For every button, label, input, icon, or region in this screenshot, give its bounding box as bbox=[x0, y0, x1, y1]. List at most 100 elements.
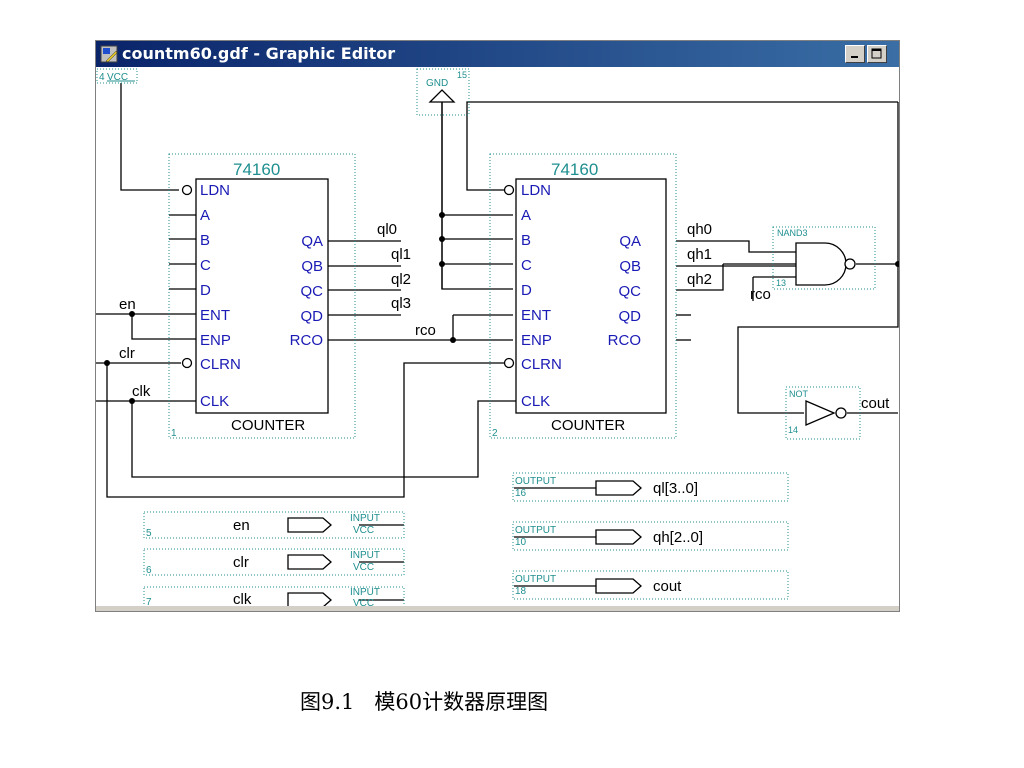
maximize-icon bbox=[871, 48, 882, 59]
c1-pin-enp: ENP bbox=[200, 332, 231, 349]
c2-pin-ent: ENT bbox=[521, 307, 551, 324]
horizontal-scrollbar[interactable] bbox=[96, 606, 899, 611]
minimize-button[interactable] bbox=[845, 45, 865, 63]
input-clr-tag: INPUT bbox=[350, 550, 380, 561]
net-cout: cout bbox=[861, 395, 890, 412]
net-clr: clr bbox=[119, 345, 135, 362]
c2-pin-qd: QD bbox=[619, 308, 642, 325]
c1-pin-qd: QD bbox=[301, 308, 324, 325]
counter1-type: COUNTER bbox=[231, 417, 305, 434]
output-cout-tag: OUTPUT bbox=[515, 574, 556, 585]
graphic-editor-window: countm60.gdf - Graphic Editor bbox=[95, 40, 900, 612]
output-ql-num: 16 bbox=[515, 488, 527, 499]
input-clk-num: 7 bbox=[146, 597, 152, 607]
output-ql-name: ql[3..0] bbox=[653, 480, 698, 497]
input-en-tag: INPUT bbox=[350, 513, 380, 524]
gnd-label: GND bbox=[426, 78, 448, 89]
c1-pin-ent: ENT bbox=[200, 307, 230, 324]
input-clr-val: VCC bbox=[353, 562, 374, 573]
net-qh2: qh2 bbox=[687, 271, 712, 288]
net-rco: rco bbox=[415, 322, 436, 339]
counter2-index: 2 bbox=[492, 428, 498, 439]
net-ql0: ql0 bbox=[377, 221, 397, 238]
title-bar[interactable]: countm60.gdf - Graphic Editor bbox=[96, 41, 899, 67]
schematic-canvas[interactable]: 4 VCC GND 15 74160 LDN A B C D ENT ENP C… bbox=[96, 67, 899, 607]
input-clk-val: VCC bbox=[353, 598, 374, 607]
input-clr-name: clr bbox=[233, 554, 249, 571]
c1-pin-clk: CLK bbox=[200, 393, 229, 410]
c1-pin-qb: QB bbox=[301, 258, 323, 275]
output-ql[interactable]: OUTPUT 16 ql[3..0] bbox=[512, 472, 789, 502]
input-en-num: 5 bbox=[146, 528, 152, 539]
input-en[interactable]: 5 en INPUT VCC bbox=[143, 511, 405, 539]
net-en: en bbox=[119, 296, 136, 313]
c1-pin-c: C bbox=[200, 257, 211, 274]
c1-pin-rco: RCO bbox=[290, 332, 323, 349]
c2-pin-rco: RCO bbox=[608, 332, 641, 349]
c1-pin-b: B bbox=[200, 232, 210, 249]
maximize-button[interactable] bbox=[867, 45, 887, 63]
c2-pin-clk: CLK bbox=[521, 393, 550, 410]
c2-pin-clrn: CLRN bbox=[521, 356, 562, 373]
window-title: countm60.gdf - Graphic Editor bbox=[122, 44, 396, 63]
vcc-num: 4 bbox=[99, 72, 105, 83]
net-ql1: ql1 bbox=[391, 246, 411, 263]
c1-pin-ldn: LDN bbox=[200, 182, 230, 199]
net-rco-2: rco bbox=[750, 286, 771, 303]
nand-num: 13 bbox=[776, 278, 786, 288]
counter2-type: COUNTER bbox=[551, 417, 625, 434]
c2-pin-qc: QC bbox=[619, 283, 642, 300]
c2-pin-b: B bbox=[521, 232, 531, 249]
junction-dots bbox=[104, 212, 899, 404]
output-qh-num: 10 bbox=[515, 537, 527, 548]
output-cout[interactable]: OUTPUT 18 cout bbox=[512, 570, 789, 600]
vcc-label: VCC bbox=[107, 72, 128, 83]
net-qh1: qh1 bbox=[687, 246, 712, 263]
not-gate[interactable]: NOT 14 bbox=[785, 386, 861, 440]
output-cout-name: cout bbox=[653, 578, 682, 595]
not-num: 14 bbox=[788, 425, 798, 435]
output-qh[interactable]: OUTPUT 10 qh[2..0] bbox=[512, 521, 789, 551]
c2-pin-d: D bbox=[521, 282, 532, 299]
net-ql3: ql3 bbox=[391, 295, 411, 312]
output-qh-tag: OUTPUT bbox=[515, 525, 556, 536]
output-qh-name: qh[2..0] bbox=[653, 529, 703, 546]
not-label: NOT bbox=[789, 389, 809, 399]
c2-pin-ldn: LDN bbox=[521, 182, 551, 199]
input-clk-tag: INPUT bbox=[350, 587, 380, 598]
output-cout-num: 18 bbox=[515, 586, 527, 597]
c1-pin-a: A bbox=[200, 207, 210, 224]
app-icon bbox=[100, 45, 118, 63]
counter1-index: 1 bbox=[171, 428, 177, 439]
vcc-symbol[interactable]: 4 VCC bbox=[96, 68, 138, 84]
c1-pin-qc: QC bbox=[301, 283, 324, 300]
c2-pin-c: C bbox=[521, 257, 532, 274]
c1-pin-qa: QA bbox=[301, 233, 323, 250]
input-clr[interactable]: 6 clr INPUT VCC bbox=[143, 548, 405, 576]
net-ql2: ql2 bbox=[391, 271, 411, 288]
c2-pin-enp: ENP bbox=[521, 332, 552, 349]
minimize-icon bbox=[851, 56, 858, 58]
counter-1[interactable]: 74160 LDN A B C D ENT ENP CLRN CLK QA QB… bbox=[168, 153, 356, 439]
nand-label: NAND3 bbox=[777, 228, 808, 238]
input-en-name: en bbox=[233, 517, 250, 534]
c1-pin-d: D bbox=[200, 282, 211, 299]
nand3-gate[interactable]: NAND3 13 bbox=[772, 226, 876, 290]
input-clk[interactable]: 7 clk INPUT VCC bbox=[143, 586, 405, 607]
c2-pin-qa: QA bbox=[619, 233, 641, 250]
net-qh0: qh0 bbox=[687, 221, 712, 238]
input-clr-num: 6 bbox=[146, 565, 152, 576]
input-clk-name: clk bbox=[233, 591, 252, 607]
counter-2[interactable]: 74160 LDN A B C D ENT ENP CLRN CLK QA QB… bbox=[489, 153, 677, 439]
net-clk: clk bbox=[132, 383, 151, 400]
output-ql-tag: OUTPUT bbox=[515, 476, 556, 487]
gnd-num: 15 bbox=[457, 70, 467, 80]
c2-pin-qb: QB bbox=[619, 258, 641, 275]
input-en-val: VCC bbox=[353, 525, 374, 536]
c1-pin-clrn: CLRN bbox=[200, 356, 241, 373]
counter1-chip: 74160 bbox=[233, 160, 280, 179]
c2-pin-a: A bbox=[521, 207, 531, 224]
figure-caption: 图9.1 模60计数器原理图 bbox=[300, 690, 549, 714]
counter2-chip: 74160 bbox=[551, 160, 598, 179]
gnd-symbol[interactable]: GND 15 bbox=[416, 68, 470, 116]
